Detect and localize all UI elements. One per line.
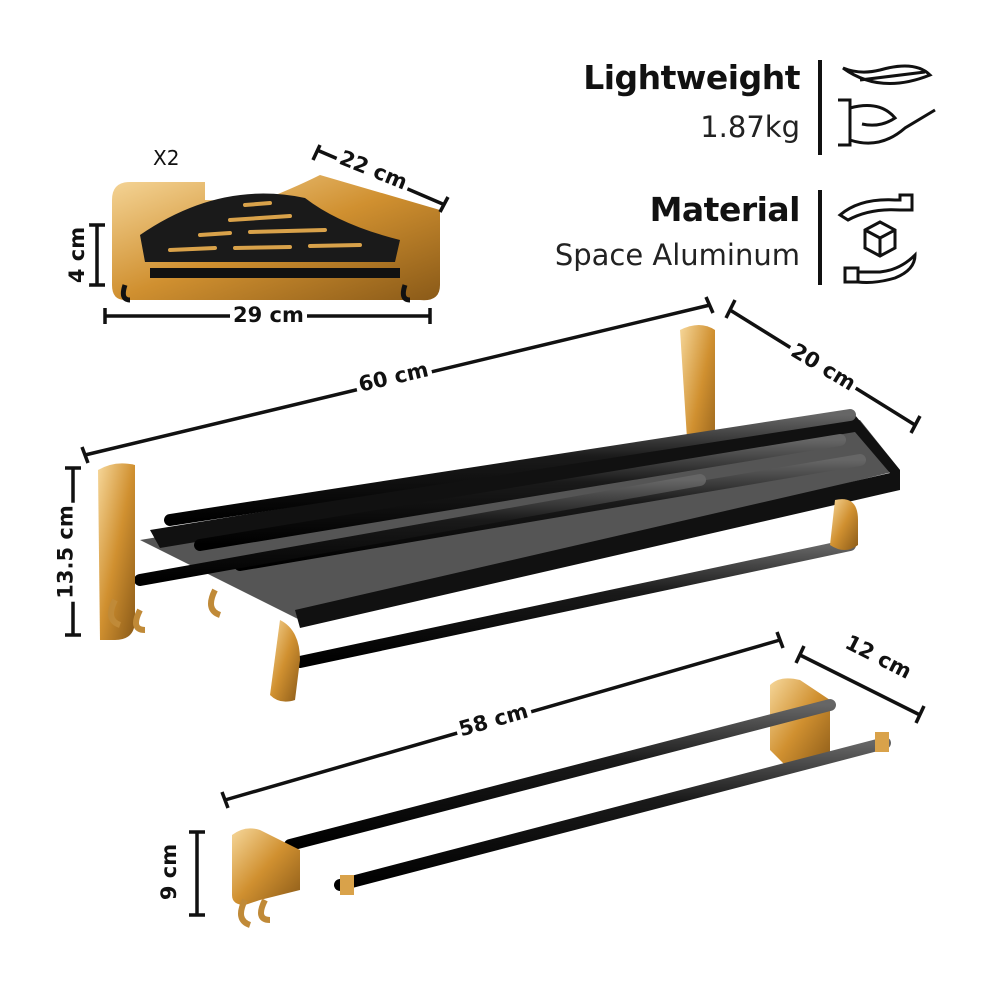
- dimension-label: 13.5 cm: [53, 502, 78, 602]
- box-between-hands-icon: [837, 193, 917, 284]
- towel-bar: [232, 678, 891, 928]
- corner-shelf: [112, 175, 440, 303]
- feature-value: 1.87kg: [700, 110, 800, 144]
- dimension-label: 4 cm: [65, 223, 90, 287]
- feature-title: Lightweight: [583, 58, 800, 97]
- feature-value: Space Aluminum: [554, 238, 800, 272]
- dimension-label: 29 cm: [230, 303, 307, 327]
- dimension-label: 9 cm: [157, 840, 182, 904]
- feather-on-hand-icon: [838, 64, 936, 147]
- feature-title: Material: [649, 190, 801, 229]
- quantity-label: X2: [153, 146, 180, 170]
- towel-rack: [98, 325, 900, 702]
